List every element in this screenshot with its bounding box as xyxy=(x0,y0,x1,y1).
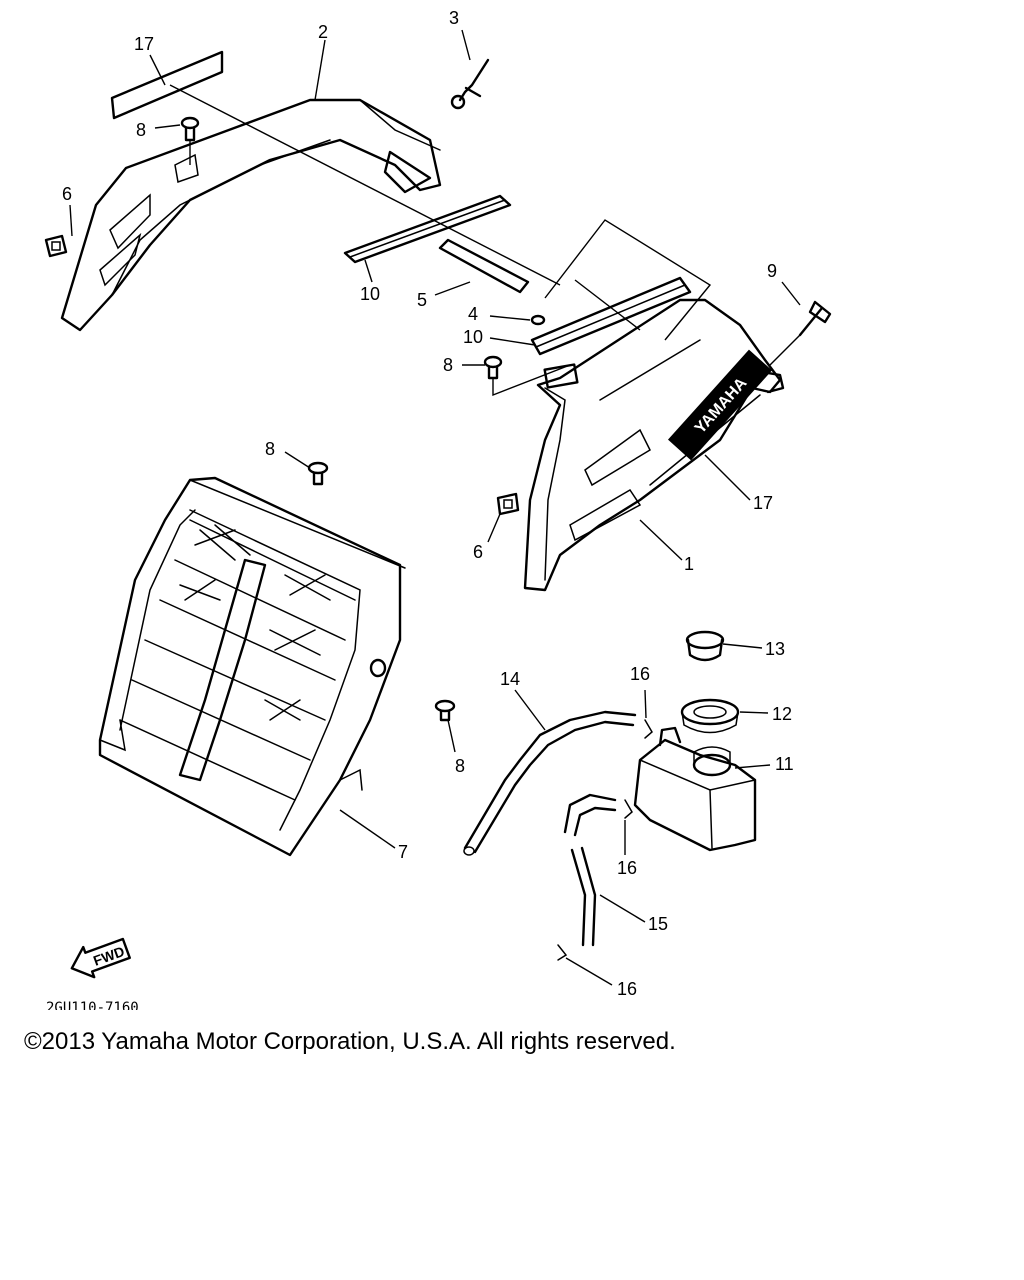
callout-15: 15 xyxy=(648,914,668,934)
seal-strip-10-a xyxy=(343,194,512,264)
fastener-8-c xyxy=(307,461,329,486)
callout-1: 1 xyxy=(684,554,694,574)
hose-clips-16 xyxy=(557,719,653,961)
cap-seal-12 xyxy=(680,698,740,734)
front-cowl: YAMAHA xyxy=(523,298,785,592)
callout-5: 5 xyxy=(417,290,427,310)
callout-6-cowl: 6 xyxy=(473,542,483,562)
seal-strip-10-b xyxy=(530,276,692,356)
callout-17-upper: 17 xyxy=(134,34,154,54)
callout-17-cowl: 17 xyxy=(753,493,773,513)
callout-13: 13 xyxy=(765,639,785,659)
callout-9: 9 xyxy=(767,261,777,281)
upper-fairing-bracket xyxy=(60,98,442,332)
pad-4 xyxy=(530,314,546,326)
callout-4: 4 xyxy=(468,304,478,324)
reservoir-cap-13 xyxy=(685,630,725,662)
callout-14: 14 xyxy=(500,669,520,689)
clip-6-a xyxy=(44,234,68,258)
callout-8-upper: 8 xyxy=(136,120,146,140)
clip-6-b xyxy=(496,492,520,516)
fastener-8-b xyxy=(483,355,503,380)
fastener-8-d xyxy=(434,699,456,722)
bolt-9 xyxy=(769,300,832,366)
leader-lines xyxy=(69,29,801,986)
callout-10-upper: 10 xyxy=(360,284,380,304)
callout-10-lower: 10 xyxy=(463,327,483,347)
callout-8-mid: 8 xyxy=(443,355,453,375)
copyright-notice: ©2013 Yamaha Motor Corporation, U.S.A. A… xyxy=(24,1028,676,1055)
callout-16-bottom: 16 xyxy=(617,979,637,999)
fwd-arrow-badge: FWD xyxy=(70,937,131,979)
callout-16-mid: 16 xyxy=(617,858,637,878)
callout-8-side: 8 xyxy=(455,756,465,776)
callout-8-grille: 8 xyxy=(265,439,275,459)
fastener-8-a xyxy=(180,116,200,165)
callout-7: 7 xyxy=(398,842,408,862)
callout-2: 2 xyxy=(318,22,328,42)
callout-16-top: 16 xyxy=(630,664,650,684)
parts-diagram: YAMAHA xyxy=(44,8,832,1010)
callout-labels: 17 2 3 8 6 10 5 4 10 8 9 8 17 6 1 13 14 … xyxy=(62,8,794,999)
callout-6-left: 6 xyxy=(62,184,72,204)
decal-upper xyxy=(110,50,224,120)
callout-3: 3 xyxy=(449,8,459,28)
hose-14 xyxy=(463,710,637,856)
reservoir-tank-11 xyxy=(633,726,757,852)
screw-3 xyxy=(450,58,490,110)
callout-12: 12 xyxy=(772,704,792,724)
drawing-code: 2GU110-7160 xyxy=(46,1000,139,1010)
radiator-grille xyxy=(98,476,406,857)
callout-11: 11 xyxy=(775,754,794,774)
hose-15 xyxy=(563,793,617,947)
spacer-5 xyxy=(438,238,530,294)
